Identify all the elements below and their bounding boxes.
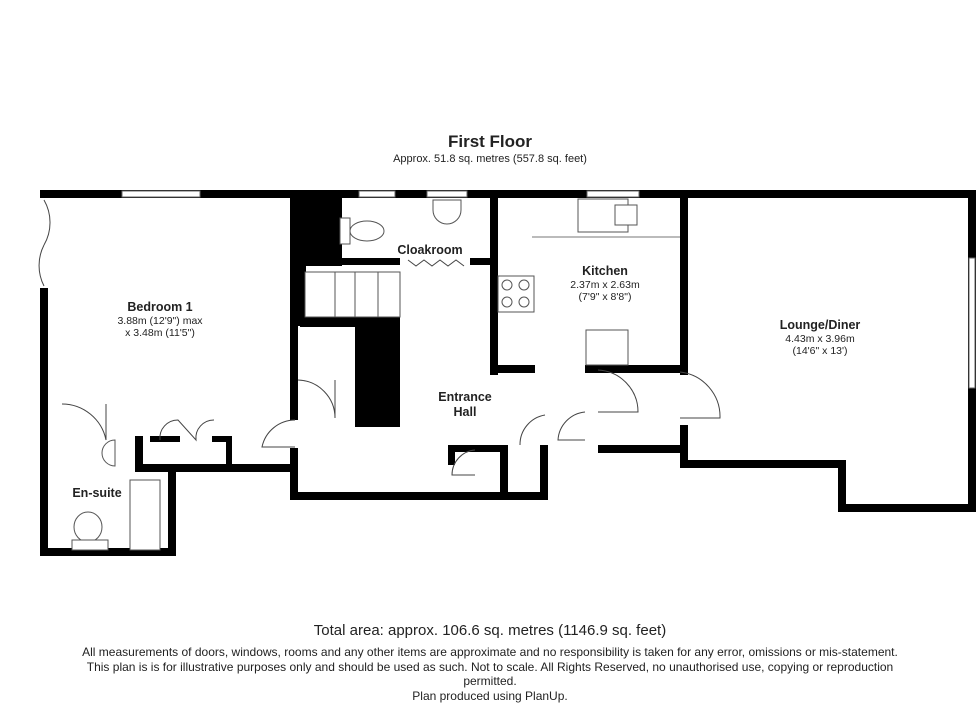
disclaimer: All measurements of doors, windows, room… <box>0 645 980 703</box>
room-name: Entrance <box>438 390 492 404</box>
room-name: Kitchen <box>582 264 628 278</box>
ensuite-basin-icon <box>101 439 116 467</box>
room-name: Lounge/Diner <box>779 318 861 332</box>
appliance-icon <box>585 329 629 366</box>
plan-credit: Plan produced using PlanUp. <box>412 688 568 703</box>
walls <box>40 190 976 556</box>
room-dimensions: (14'6" x 13') <box>792 345 848 357</box>
room-dimensions: 2.37m x 2.63m <box>570 279 640 291</box>
total-area: Total area: approx. 106.6 sq. metres (11… <box>313 622 667 639</box>
room-name: Hall <box>453 405 477 419</box>
ensuite-toilet-icon <box>73 511 103 543</box>
room-dimensions: x 3.48m (11'5") <box>125 327 195 339</box>
room-kitchen: Kitchen 2.37m x 2.63m (7'9" x 8'8") <box>550 264 660 303</box>
fixtures <box>71 198 680 551</box>
room-bedroom-1: Bedroom 1 3.88m (12'9") max x 3.48m (11'… <box>100 300 220 339</box>
floor-area: Approx. 51.8 sq. metres (557.8 sq. feet) <box>393 153 587 165</box>
room-lounge-diner: Lounge/Diner 4.43m x 3.96m (14'6" x 13') <box>760 318 880 357</box>
stairs-icon <box>304 271 401 318</box>
windows <box>121 190 976 389</box>
toilet-icon <box>349 220 385 242</box>
room-name: En-suite <box>72 486 122 500</box>
shower-icon <box>129 479 161 551</box>
room-en-suite: En-suite <box>62 486 132 501</box>
doors <box>38 199 721 476</box>
room-dimensions: (7'9" x 8'8") <box>578 291 632 303</box>
room-cloakroom: Cloakroom <box>385 243 475 258</box>
room-dimensions: 3.88m (12'9") max <box>117 315 203 327</box>
room-dimensions: 4.43m x 3.96m <box>785 333 855 345</box>
room-name: Bedroom 1 <box>127 300 193 314</box>
floor-title: First Floor <box>447 132 533 151</box>
basin-icon <box>432 199 462 225</box>
toilet-cistern-icon <box>339 217 351 245</box>
disclaimer-line: This plan is is for illustrative purpose… <box>86 659 894 689</box>
room-entrance-hall: Entrance Hall <box>425 390 505 420</box>
room-name: Cloakroom <box>397 243 463 257</box>
disclaimer-line: All measurements of doors, windows, room… <box>82 645 898 659</box>
